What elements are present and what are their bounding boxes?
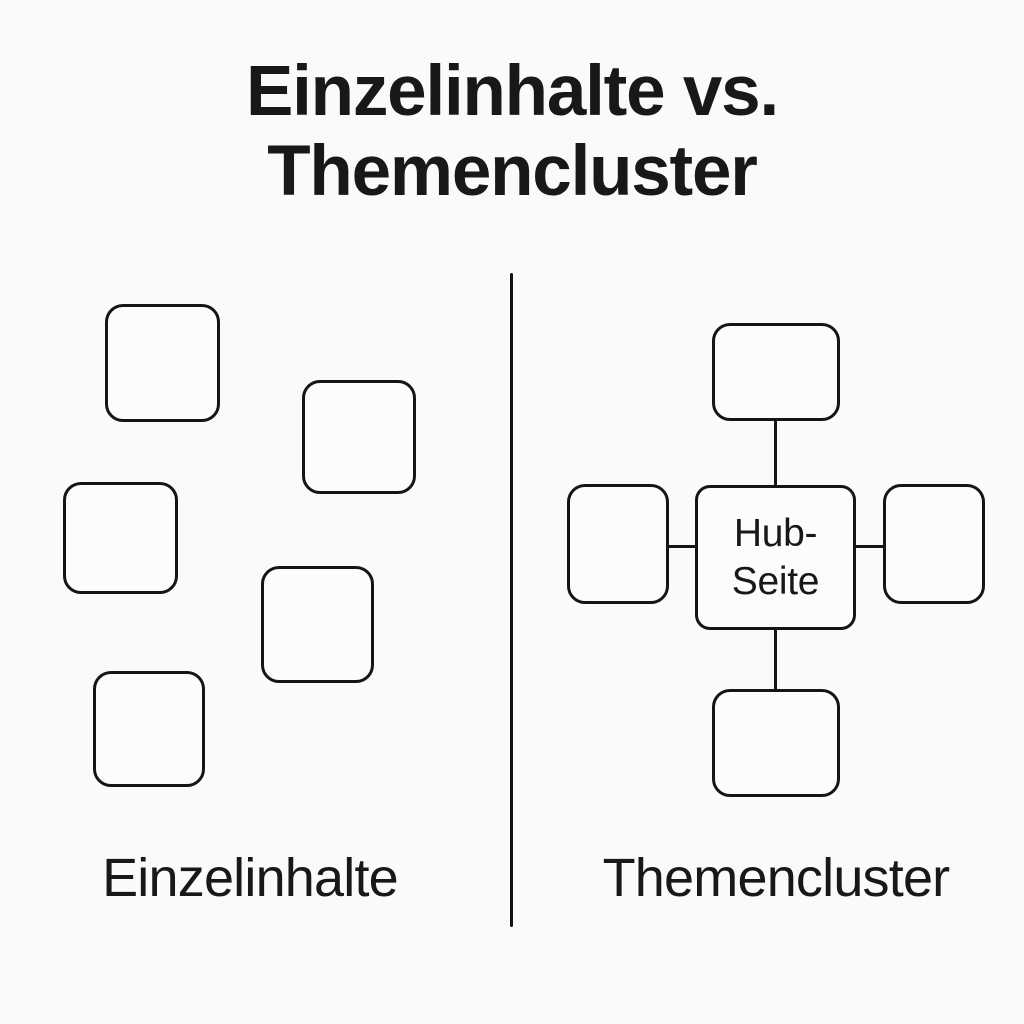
left-panel-caption: Einzelinhalte	[102, 848, 399, 908]
isolated-node-5[interactable]	[93, 671, 205, 787]
hub-node-label: Hub- Seite	[731, 511, 820, 603]
connector-top	[774, 419, 777, 487]
isolated-node-4[interactable]	[261, 566, 374, 683]
page-title: Einzelinhalte vs. Themencluster	[246, 52, 779, 211]
isolated-node-2[interactable]	[302, 380, 416, 494]
cluster-node-top[interactable]	[712, 323, 840, 421]
right-panel-caption: Themencluster	[602, 848, 951, 908]
vertical-divider	[510, 273, 513, 927]
cluster-node-right[interactable]	[883, 484, 985, 604]
connector-left	[667, 545, 698, 548]
isolated-node-1[interactable]	[105, 304, 220, 422]
cluster-node-bottom[interactable]	[712, 689, 840, 797]
cluster-node-left[interactable]	[567, 484, 669, 604]
connector-bottom	[774, 628, 777, 691]
connector-right	[854, 545, 885, 548]
isolated-node-3[interactable]	[63, 482, 178, 594]
hub-node[interactable]: Hub- Seite	[695, 485, 856, 630]
